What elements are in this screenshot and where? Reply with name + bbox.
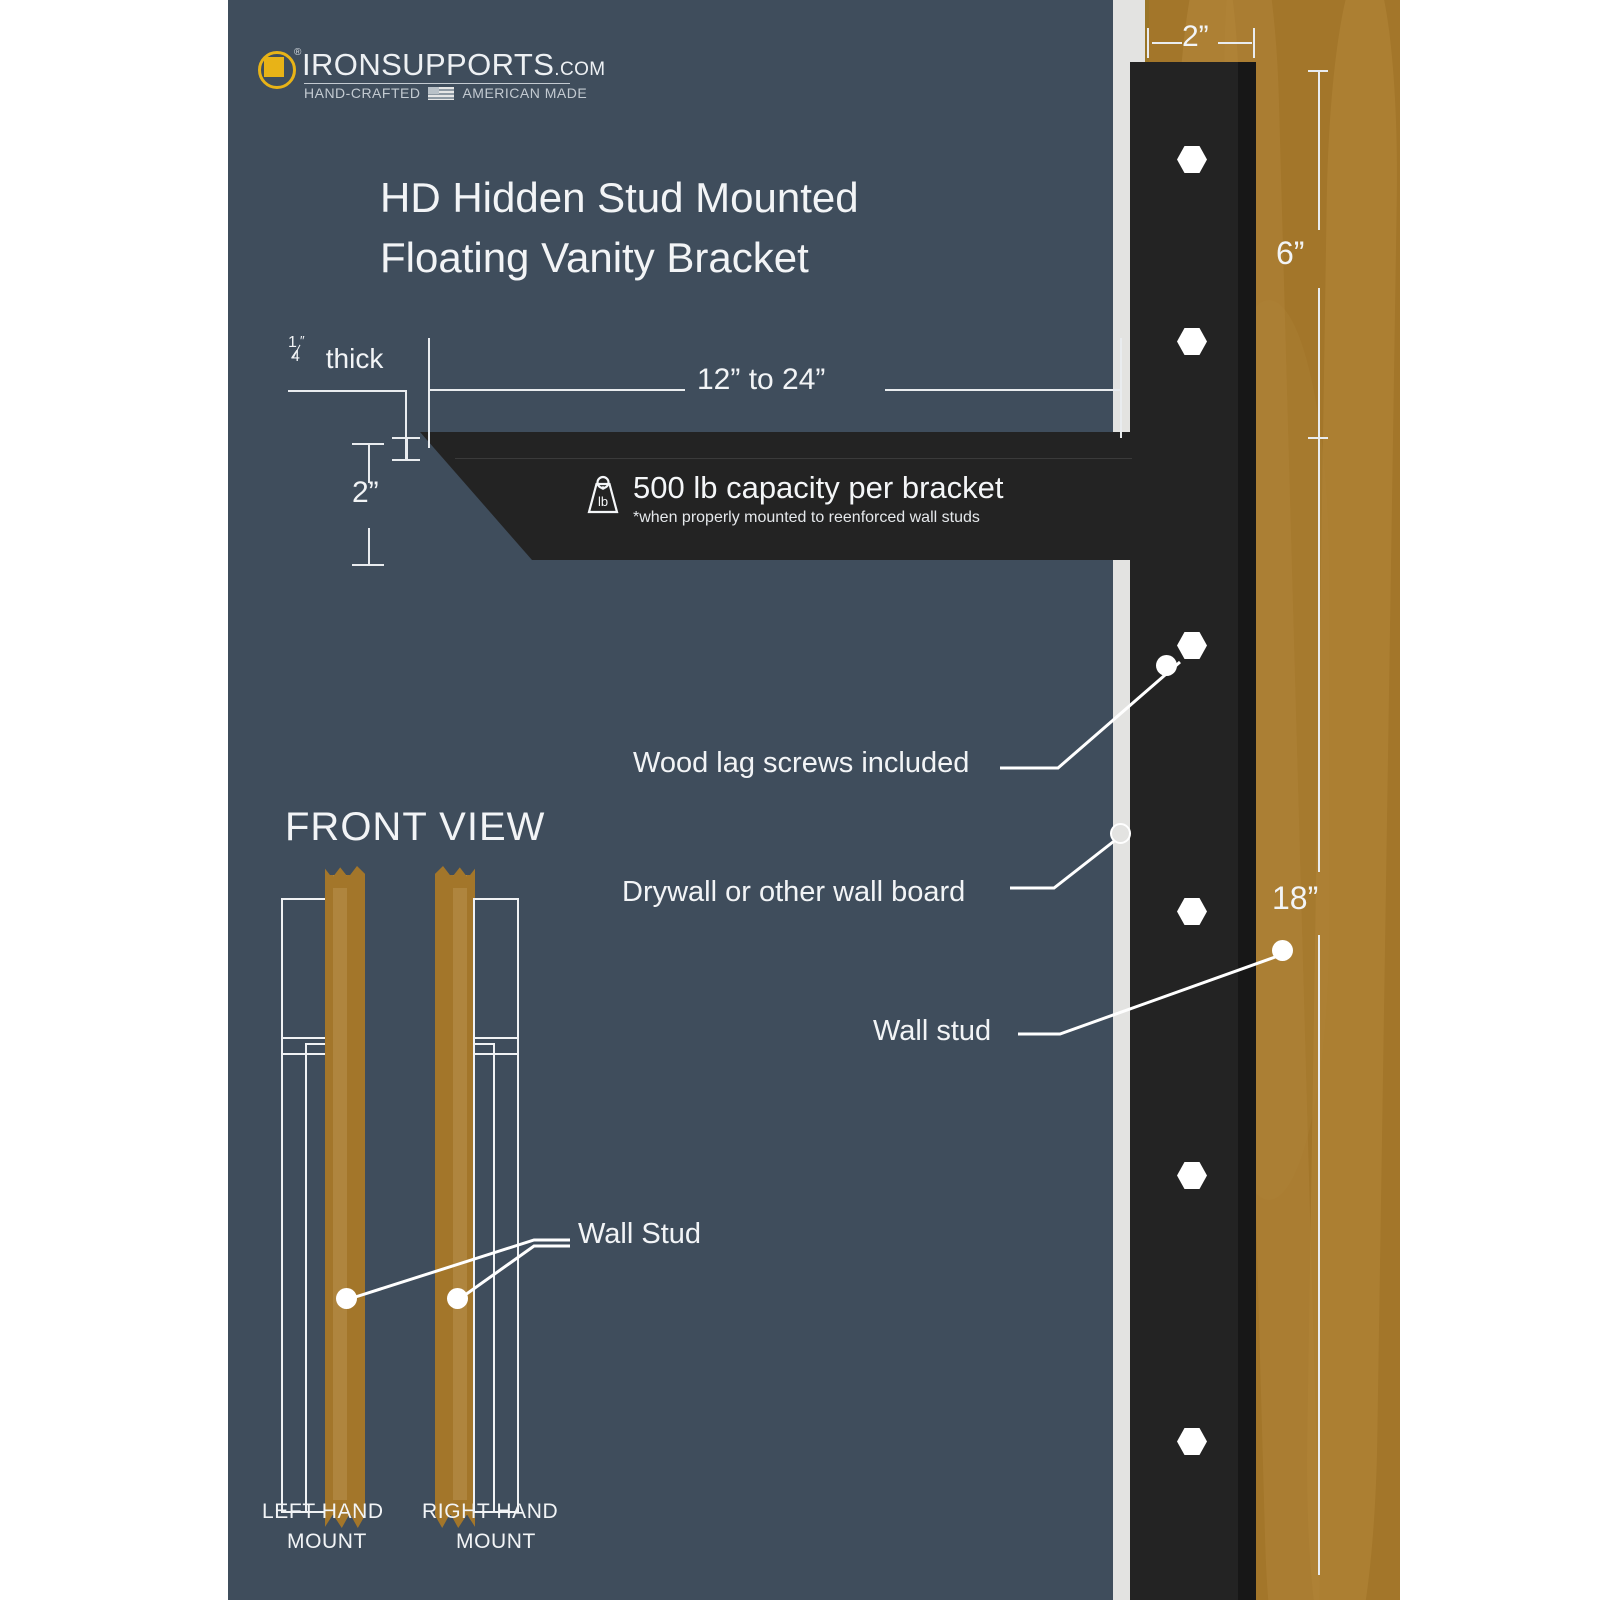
hex-bolt-icon <box>1177 632 1207 659</box>
usa-flag-icon <box>428 87 455 100</box>
iron-supports-logo-icon <box>258 51 296 89</box>
fraction-denominator: 4 <box>291 348 300 365</box>
tagline-handcrafted: HAND-CRAFTED <box>304 85 421 101</box>
thickness-leader-vert <box>405 390 407 460</box>
weight-lb-icon: lb <box>587 475 619 514</box>
front-wall-stud-dot-left <box>336 1288 357 1309</box>
fraction-numerator: 1 <box>288 334 297 351</box>
hex-bolt-icon <box>1177 328 1207 355</box>
arm-height-label: 2” <box>352 476 379 509</box>
arm-length-ext-right <box>1120 338 1122 438</box>
lag-screws-label: Wood lag screws included <box>633 747 970 779</box>
left-hand-mount-label-line2: MOUNT <box>287 1530 367 1553</box>
thickness-gap-vert <box>406 437 408 459</box>
page-title-line1: HD Hidden Stud Mounted <box>380 174 859 221</box>
front-wall-stud-leader <box>345 1238 570 1302</box>
svg-text:lb: lb <box>598 494 608 509</box>
bracket-horizontal-arm <box>420 432 1132 560</box>
logo-divider <box>304 83 570 84</box>
wood-grain <box>333 875 347 1515</box>
brand-tagline: HAND-CRAFTED AMERICAN MADE <box>304 85 587 101</box>
left-hand-mount-label-line1: LEFT HAND <box>262 1500 384 1523</box>
thickness-word: thick <box>325 343 384 374</box>
brand-word-supports: SUPPORTS <box>381 47 555 82</box>
six-inch-dimline-top <box>1318 70 1320 230</box>
bracket-vertical-plate <box>1130 62 1256 1600</box>
drywall-label: Drywall or other wall board <box>622 876 966 908</box>
hex-bolt-icon <box>1177 898 1207 925</box>
hex-bolt-icon <box>1177 146 1207 173</box>
wall-stud-leader <box>1018 954 1279 1036</box>
hex-bolt-icon <box>1177 1162 1207 1189</box>
lag-screws-callout-dot <box>1156 655 1177 676</box>
arm-height-tick-bottom <box>352 564 384 566</box>
drywall-callout-dot <box>1110 823 1131 844</box>
wall-stud-label: Wall stud <box>873 1015 992 1047</box>
eighteen-inch-dimline-top <box>1318 437 1320 872</box>
arm-length-dimline-right <box>885 389 1120 391</box>
arm-length-ext-left <box>428 338 430 448</box>
thickness-leader-top <box>288 390 406 392</box>
lh-wall-stud <box>325 875 365 1515</box>
fraction-one-quarter: 1 4 ″ <box>288 333 305 368</box>
right-hand-mount-label-line1: RIGHT HAND <box>422 1500 559 1523</box>
page-title-line2: Floating Vanity Bracket <box>380 233 809 281</box>
plate-width-ext-right <box>1253 28 1255 58</box>
plate-width-dimline-left <box>1152 42 1182 44</box>
lag-screws-leader <box>1000 660 1181 770</box>
capacity-footnote: *when properly mounted to reenforced wal… <box>633 509 980 526</box>
capacity-headline: 500 lb capacity per bracket <box>633 470 1004 505</box>
rh-bracket-arm-far <box>473 1043 495 1513</box>
wood-grain <box>453 875 467 1515</box>
rh-wall-stud <box>435 875 475 1515</box>
brand-wordmark: IRONSUPPORTS.COM <box>302 47 606 83</box>
arm-length-dimline-left <box>428 389 685 391</box>
lh-bracket-arm-far <box>305 1043 327 1513</box>
registered-mark: ® <box>294 47 302 58</box>
tagline-american-made: AMERICAN MADE <box>462 85 588 101</box>
plate-total-height-label: 18” <box>1272 880 1319 916</box>
plate-top-height-label: 6” <box>1276 235 1305 271</box>
plate-width-ext-left <box>1147 28 1149 58</box>
arm-height-dimline-bottom <box>368 528 370 564</box>
right-hand-mount-label-line2: MOUNT <box>456 1530 536 1553</box>
brand-word-iron: IRON <box>302 47 382 82</box>
background-panel <box>228 0 1113 1600</box>
inch-mark: ″ <box>300 333 305 348</box>
front-wall-stud-label: Wall Stud <box>578 1218 702 1250</box>
thickness-tick <box>392 459 420 461</box>
bracket-arm-highlight <box>455 458 1132 459</box>
front-wall-stud-dot-right <box>447 1288 468 1309</box>
arm-length-label: 12” to 24” <box>697 363 826 396</box>
page-title: HD Hidden Stud Mounted Floating Vanity B… <box>380 168 980 287</box>
plate-width-label: 2” <box>1182 20 1209 53</box>
arm-height-dimline-top <box>368 443 370 483</box>
thickness-label: 1 4 ″ thick <box>288 333 384 375</box>
eighteen-inch-dimline-bottom <box>1318 935 1320 1575</box>
bracket-vertical-plate-edge <box>1238 62 1256 1600</box>
drywall-leader <box>1010 836 1119 890</box>
front-view-heading: FRONT VIEW <box>285 805 546 849</box>
brand-word-tld: .COM <box>554 59 606 80</box>
wall-stud-callout-dot <box>1272 940 1293 961</box>
plate-width-dimline-right <box>1218 42 1252 44</box>
hex-bolt-icon <box>1177 1428 1207 1455</box>
six-inch-dimline-bottom <box>1318 288 1320 437</box>
brand-logo: ® IRONSUPPORTS.COM HAND-CRAFTED AMERICAN … <box>258 47 605 103</box>
